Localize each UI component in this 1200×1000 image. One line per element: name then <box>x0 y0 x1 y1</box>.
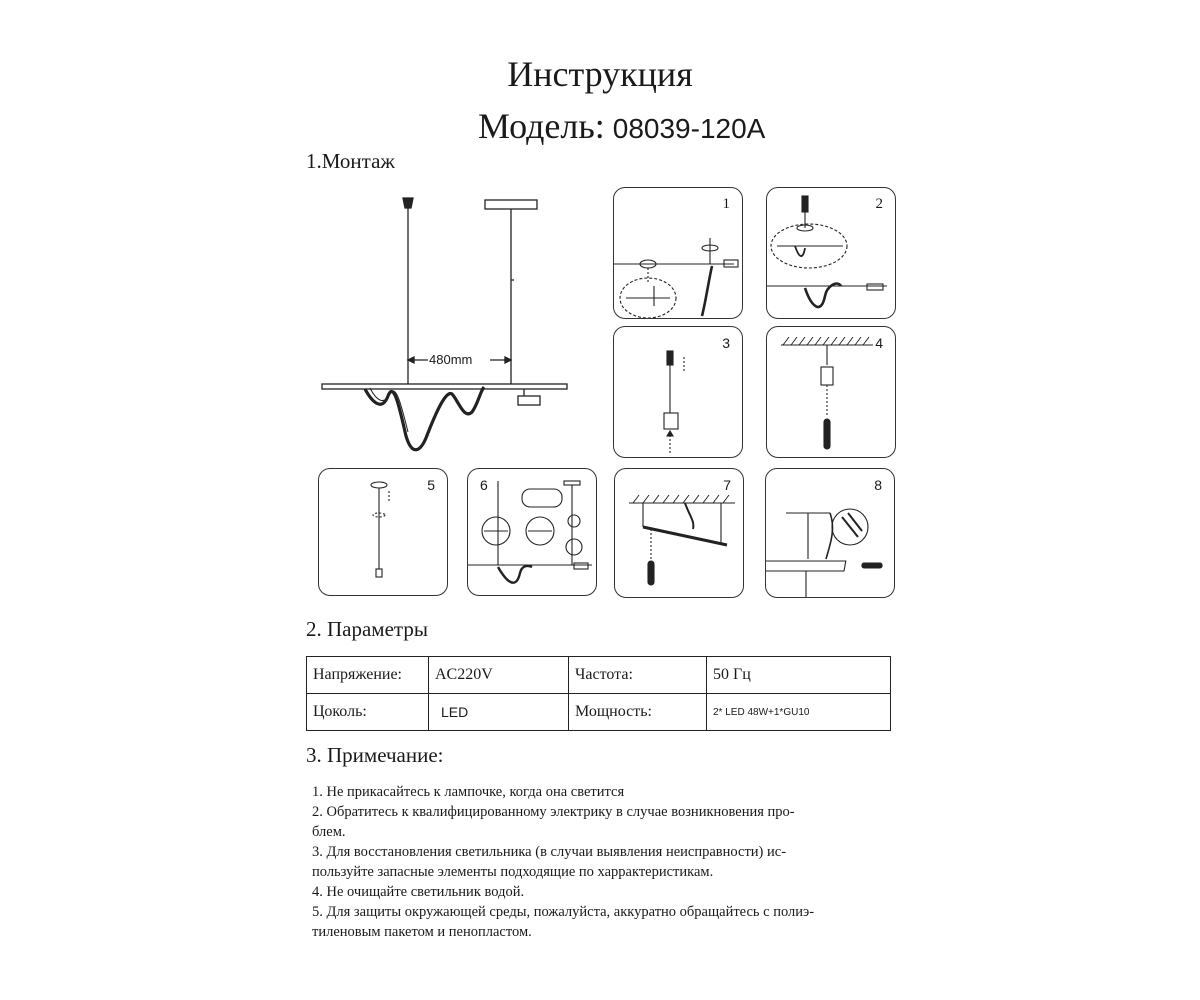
parameters-table: Напряжение: AC220V Частота: 50 Гц Цоколь… <box>306 656 891 731</box>
table-cell: Напряжение: <box>306 656 429 694</box>
step-4-drawing <box>781 336 873 450</box>
table-row: Цоколь: LED Мощность: 2* LED 48W+1*GU10 <box>306 693 891 731</box>
table-cell: AC220V <box>428 656 569 694</box>
step-panel-8: 8 <box>765 468 895 598</box>
table-cell: 2* LED 48W+1*GU10 <box>706 693 891 731</box>
step-panel-1: 1 <box>613 187 743 319</box>
list-item: 5. Для защиты окружающей среды, пожалуйс… <box>312 904 815 920</box>
step-panel-3: 3 <box>613 326 743 458</box>
table-cell: 50 Гц <box>706 656 891 694</box>
document-title: Инструкция <box>507 54 693 94</box>
dimension-label: 480mm <box>429 352 473 367</box>
step-2-number: 2 <box>875 196 884 212</box>
table-cell: Частота: <box>568 656 707 694</box>
list-item: 4. Не очищайте светильник водой. <box>312 884 525 900</box>
list-item: 3. Для восстановления светильника (в слу… <box>312 844 787 860</box>
notes-list: 1. Не прикасайтесь к лампочке, когда она… <box>312 782 902 942</box>
step-panel-6: 6 <box>467 468 597 596</box>
step-1-drawing <box>614 238 739 318</box>
table-cell: Цоколь: <box>306 693 429 731</box>
step-8-number: 8 <box>874 477 882 493</box>
list-item: 1. Не прикасайтесь к лампочке, когда она… <box>312 784 625 800</box>
table-row: Напряжение: AC220V Частота: 50 Гц <box>306 656 891 694</box>
step-panel-4: 4 <box>766 326 896 458</box>
mounting-heading: 1.Монтаж <box>306 149 395 173</box>
step-6-number: 6 <box>480 477 488 493</box>
table-cell: LED <box>428 693 569 731</box>
step-6-drawing <box>468 480 592 584</box>
step-3-number: 3 <box>722 335 730 351</box>
step-4-number: 4 <box>875 335 883 351</box>
step-7-number: 7 <box>723 477 731 493</box>
list-item: блем. <box>312 824 346 840</box>
table-cell: Мощность: <box>568 693 707 731</box>
step-8-drawing <box>766 508 883 597</box>
notes-heading: 3. Примечание: <box>306 743 444 767</box>
lamp-main-drawing <box>321 197 568 452</box>
list-item: тиленовым пакетом и пенопластом. <box>312 924 532 940</box>
step-panel-7: 7 <box>614 468 744 598</box>
list-item: 2. Обратитесь к квалифицированному элект… <box>312 804 795 820</box>
model-label: Модель: <box>478 106 605 146</box>
step-3-drawing <box>663 350 685 453</box>
step-5-number: 5 <box>427 477 435 493</box>
step-7-drawing <box>629 494 735 586</box>
list-item: пользуйте запасные элементы подходящие п… <box>312 864 714 880</box>
model-line: Модель:08039-120A <box>478 104 765 151</box>
model-number: 08039-120A <box>612 113 766 144</box>
step-2-drawing <box>767 195 887 309</box>
step-panel-5: 5 <box>318 468 448 596</box>
step-panel-2: 2 <box>766 187 896 319</box>
step-1-number: 1 <box>722 196 731 212</box>
step-5-drawing <box>370 481 390 578</box>
parameters-heading: 2. Параметры <box>306 617 428 641</box>
